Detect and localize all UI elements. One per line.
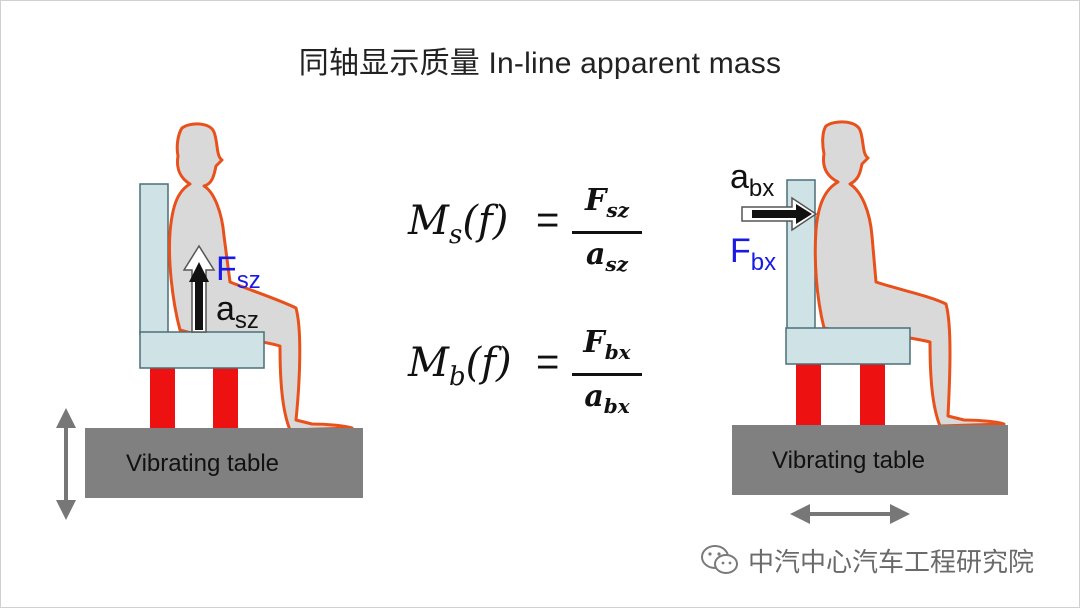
- left-accel-label: asz: [216, 290, 259, 334]
- right-seat-leg-rear: [860, 364, 885, 426]
- formula-2-equals: =: [536, 340, 560, 384]
- watermark: 中汽中心汽车工程研究院: [700, 540, 1034, 580]
- formula-1-lhs: Ms(f): [408, 198, 509, 250]
- right-accel-label: abx: [730, 158, 775, 202]
- slide-title: 同轴显示质量 In-line apparent mass: [298, 47, 782, 80]
- left-table-label: Vibrating table: [126, 450, 279, 477]
- right-diagram: [732, 120, 1008, 524]
- right-force-label: Fbx: [730, 232, 777, 276]
- right-seat-cushion: [785, 327, 911, 365]
- left-seat-leg-front: [150, 368, 175, 430]
- watermark-text: 中汽中心汽车工程研究院: [748, 546, 1035, 577]
- right-seat-leg-front: [796, 364, 821, 426]
- left-human-silhouette: [168, 122, 354, 432]
- right-backrest: [786, 179, 816, 331]
- left-diagram: [56, 122, 363, 520]
- left-force-label: Fsz: [216, 250, 261, 294]
- left-vibrating-table: [85, 428, 363, 498]
- formula-2-lhs: Mb(f): [408, 340, 512, 392]
- formula-2-fraction: Fbx abx: [572, 326, 642, 423]
- right-vibrating-table: [732, 425, 1008, 495]
- right-table-label: Vibrating table: [772, 447, 925, 474]
- left-seat-leg-rear: [213, 368, 238, 430]
- wechat-icon: [701, 545, 738, 574]
- left-backrest: [139, 183, 169, 335]
- formula-1-equals: =: [536, 198, 560, 242]
- left-seat-cushion: [139, 331, 265, 369]
- right-human-silhouette: [813, 120, 1006, 428]
- formula-1-fraction: Fsz asz: [572, 184, 642, 281]
